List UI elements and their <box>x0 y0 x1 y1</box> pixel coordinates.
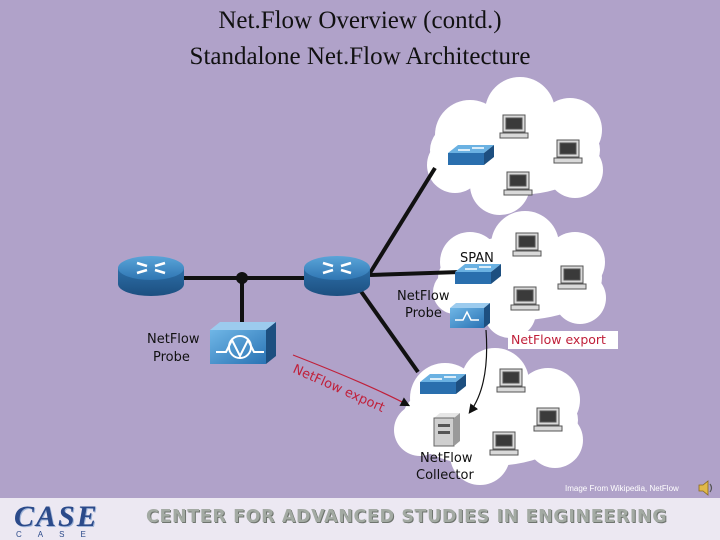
probe-upper-label-2: Probe <box>405 306 442 321</box>
network-diagram: SPAN NetFlow Probe NetFlow Probe NetFlow… <box>118 77 618 485</box>
collector-label-1: NetFlow <box>420 451 473 466</box>
span-label: SPAN <box>460 251 494 266</box>
export-arrow-curved <box>292 354 411 407</box>
cloud-top <box>427 77 603 215</box>
switch-icon-bottom <box>420 374 466 394</box>
export-curved-label: NetFlow export <box>290 362 386 416</box>
title-line-1: Net.Flow Overview (contd.) <box>218 7 502 34</box>
pc-icon <box>512 232 542 257</box>
router-icon-center <box>304 256 370 296</box>
pc-icon <box>489 431 519 456</box>
export-right-label: NetFlow export <box>511 332 606 347</box>
network-links <box>180 166 461 374</box>
pc-icon <box>503 171 533 196</box>
pc-icon <box>510 286 540 311</box>
speaker-icon[interactable] <box>696 478 716 498</box>
logo-subtext: CASE <box>16 530 102 539</box>
image-credit: Image From Wikipedia, NetFlow <box>565 484 679 493</box>
pc-icon <box>533 407 563 432</box>
collector-label-2: Collector <box>416 468 474 483</box>
router-icon-left <box>118 256 184 296</box>
title-line-2: Standalone Net.Flow Architecture <box>189 43 531 70</box>
pc-icon <box>553 139 583 164</box>
probe-left-label-2: Probe <box>153 350 190 365</box>
export-label-box <box>508 331 618 349</box>
probe-upper-label-1: NetFlow <box>397 289 450 304</box>
switch-icon-top <box>448 145 494 165</box>
probe-left-label-1: NetFlow <box>147 332 200 347</box>
footer-bar: CASE CASE CENTER FOR ADVANCED STUDIES IN… <box>0 498 720 540</box>
switch-icon-span <box>455 264 501 284</box>
probe-icon-upper <box>450 303 490 328</box>
pc-icon <box>499 114 529 139</box>
collector-icon <box>433 413 460 447</box>
case-logo: CASE CASE <box>6 500 136 539</box>
pc-icon <box>557 265 587 290</box>
export-arrow-right <box>468 329 488 414</box>
probe-icon-left <box>210 322 276 364</box>
logo-text: CASE <box>14 500 99 533</box>
link-junction <box>236 272 248 284</box>
cloud-middle <box>433 211 606 338</box>
pc-icon <box>496 368 526 393</box>
footer-banner: CENTER FOR ADVANCED STUDIES IN ENGINEERI… <box>146 507 668 527</box>
